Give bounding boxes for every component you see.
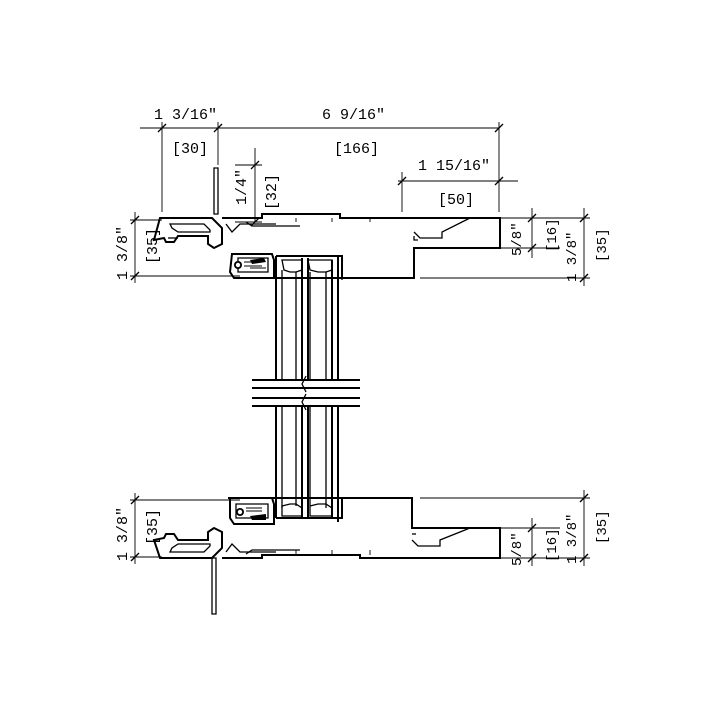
lip-inch-label: 1/4": [234, 169, 251, 205]
top-right-height-mm-label: [35]: [595, 228, 611, 262]
bottom-right-height-inch-label: 1 3/8": [565, 514, 581, 564]
frame-depth-inch-label: 1 3/16": [154, 107, 217, 124]
bottom-step-inch-label: 5/8": [510, 532, 526, 566]
bottom-step-mm-label: [16]: [545, 528, 561, 562]
bottom-left-height-mm-label: [35]: [145, 509, 162, 545]
top-right-height-inch-label: 1 3/8": [565, 232, 581, 282]
top-left-height-mm-label: [35]: [145, 228, 162, 264]
frame-depth-mm-label: [30]: [172, 141, 208, 158]
top-dimension-lines: [140, 122, 518, 227]
bottom-left-height-inch-label: 1 3/8": [115, 507, 132, 561]
left-dimension-lines: [130, 212, 240, 564]
sill-width-mm-label: [50]: [438, 192, 474, 209]
bottom-right-height-mm-label: [35]: [595, 510, 611, 544]
top-frame-section: [152, 167, 501, 393]
top-step-mm-label: [16]: [545, 218, 561, 252]
overall-width-mm-label: [166]: [334, 141, 379, 158]
lip-mm-label: [32]: [264, 174, 281, 210]
top-left-height-inch-label: 1 3/8": [115, 226, 132, 280]
right-dimension-lines: [420, 208, 590, 566]
top-step-inch-label: 5/8": [510, 222, 526, 256]
sill-width-inch-label: 1 15/16": [418, 158, 490, 175]
bottom-frame-section: [152, 393, 501, 615]
overall-width-inch-label: 6 9/16": [322, 107, 385, 124]
